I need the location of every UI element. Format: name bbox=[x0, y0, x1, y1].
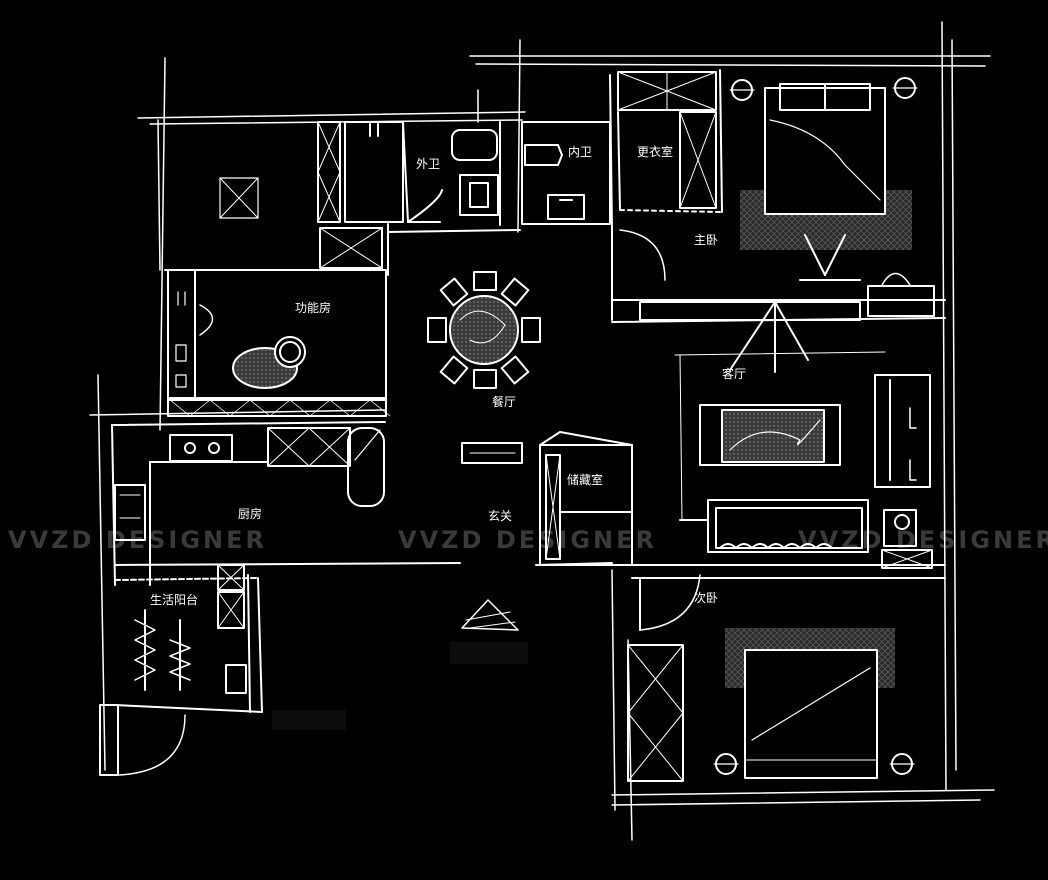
master-bedroom bbox=[611, 69, 935, 321]
walk-in-closet bbox=[617, 71, 721, 213]
label-dining-room: 餐厅 bbox=[492, 394, 516, 409]
upper-left-room bbox=[164, 121, 383, 271]
kitchen bbox=[111, 421, 461, 586]
living-room bbox=[611, 299, 946, 569]
guest-bathroom bbox=[344, 121, 521, 276]
function-room bbox=[167, 269, 391, 417]
utility-balcony bbox=[99, 564, 263, 776]
label-guest-bathroom: 外卫 bbox=[416, 157, 440, 171]
watermark-center: VVZD DESIGNER bbox=[398, 526, 657, 554]
storage-room bbox=[461, 431, 633, 631]
dining-room bbox=[427, 271, 541, 389]
label-entrance: 玄关 bbox=[488, 508, 512, 523]
label-function-room: 功能房 bbox=[295, 300, 331, 315]
redaction-block bbox=[450, 642, 528, 664]
label-kitchen: 厨房 bbox=[238, 506, 262, 521]
master-bathroom bbox=[521, 74, 613, 231]
second-bedroom bbox=[614, 564, 946, 782]
label-master-bathroom: 内卫 bbox=[568, 145, 592, 159]
label-second-bedroom: 次卧 bbox=[694, 591, 718, 605]
redaction-block bbox=[272, 710, 346, 730]
construction-lines bbox=[89, 21, 995, 841]
label-walk-in-closet: 更衣室 bbox=[637, 144, 673, 159]
label-master-bedroom: 主卧 bbox=[694, 233, 718, 247]
label-storage-room: 储藏室 bbox=[567, 472, 603, 487]
label-living-room: 客厅 bbox=[722, 366, 746, 381]
label-utility-balcony: 生活阳台 bbox=[150, 592, 198, 607]
